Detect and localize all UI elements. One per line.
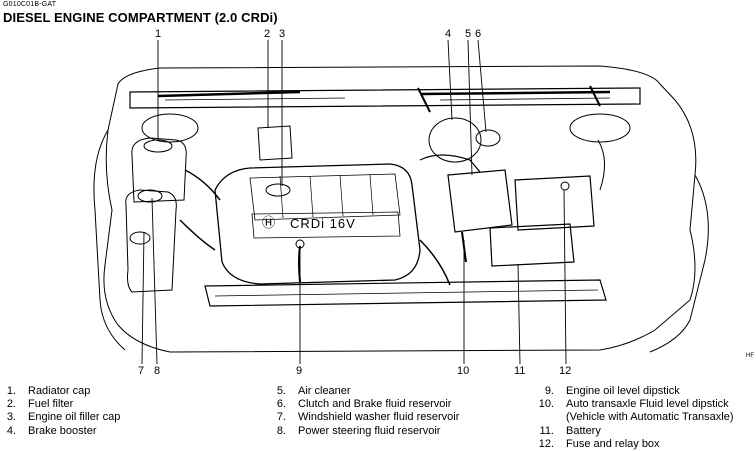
legend-text: (Vehicle with Automatic Transaxle) — [566, 411, 734, 424]
callout-8: 8 — [154, 365, 161, 377]
legend-item: 12. Fuse and relay box — [532, 438, 734, 451]
callout-7: 7 — [138, 365, 145, 377]
engine-cover — [214, 163, 421, 285]
washer-reservoir — [125, 189, 177, 293]
legend-number — [532, 411, 554, 424]
legend-number: 10. — [538, 398, 554, 411]
legend-column-2: 5. Air cleaner 6. Clutch and Brake fluid r… — [270, 385, 460, 438]
legend-number: 1. — [6, 385, 16, 397]
legend-text: Fuse and relay box — [566, 437, 660, 450]
callout-3: 3 — [279, 28, 286, 40]
legend-item: 9. Engine oil level dipstick — [532, 385, 734, 398]
page-title: DIESEL ENGINE COMPARTMENT (2.0 CRDi) — [3, 10, 278, 25]
legend-item: 8. Power steering fluid reservoir — [270, 425, 459, 438]
legend-column-1: 1. Radiator cap 2. Fuel filter 3. Engine oi… — [0, 385, 121, 438]
legend-item: 2. Fuel filter — [0, 398, 120, 411]
radiator-support — [204, 279, 607, 307]
oil-filler-cap — [265, 183, 291, 197]
legend-number: 4. — [6, 424, 16, 437]
legend-number: 8. — [276, 424, 286, 437]
legend-number: 6. — [276, 398, 286, 411]
callout-6: 6 — [475, 28, 482, 40]
left-fender — [93, 129, 126, 351]
leader-lines — [141, 39, 567, 365]
wiper-left — [157, 90, 301, 98]
leader-8 — [151, 197, 158, 365]
air-intake-duct — [419, 154, 481, 173]
legend-column-3: 9. Engine oil level dipstick 10. Auto tran… — [532, 385, 734, 451]
legend-text: Power steering fluid reservoir — [298, 424, 441, 437]
leader-12 — [563, 189, 567, 365]
legend-number: 12. — [538, 437, 554, 450]
washer-cap — [137, 189, 163, 203]
legend-item: 1. Radiator cap — [0, 385, 120, 398]
legend-item: 4. Brake booster — [0, 425, 120, 438]
engine-logo: Ⓗ — [262, 215, 276, 230]
legend-item: 10. Auto transaxle Fluid level dipstick — [532, 398, 734, 411]
callout-10: 10 — [457, 365, 470, 377]
cowl-panel — [129, 87, 641, 109]
air-cleaner — [447, 169, 513, 233]
leader-6 — [477, 39, 487, 133]
power-steering-reservoir — [129, 231, 151, 245]
legend-text: Brake booster — [28, 424, 97, 437]
legend-text: Battery — [566, 424, 601, 437]
legend-item: 11. Battery — [532, 425, 734, 438]
battery — [489, 223, 575, 267]
leader-7 — [141, 231, 145, 365]
coolant-reservoir — [131, 137, 187, 203]
legend-item: 3. Engine oil filler cap — [0, 411, 121, 424]
callout-4: 4 — [445, 28, 452, 40]
legend-number: 7. — [276, 411, 286, 424]
fuse-relay-box — [514, 175, 595, 231]
left-strut-tower — [141, 113, 199, 143]
corner-mark: HF — [746, 353, 754, 359]
legend-item: 6. Clutch and Brake fluid reservoir — [270, 398, 459, 411]
leader-5 — [467, 39, 473, 176]
legend-item: 7. Windshield washer fluid reservoir — [270, 411, 460, 424]
legend-number: 3. — [6, 411, 16, 424]
legend-text: Windshield washer fluid reservoir — [298, 411, 460, 424]
engine-badge-text: CRDi 16V — [290, 216, 356, 231]
hood-outline — [103, 65, 697, 353]
radiator-cap — [143, 139, 173, 153]
right-fender — [649, 174, 709, 353]
legend-text: Clutch and Brake fluid reservoir — [298, 398, 452, 411]
legend-text: Fuel filter — [28, 398, 74, 411]
leader-4 — [447, 39, 453, 121]
legend-number: 11. — [539, 424, 554, 437]
callout-9: 9 — [296, 365, 303, 377]
legend-number: 2. — [6, 398, 16, 411]
figure-code: G010C01B-GAT — [3, 1, 57, 8]
legend-number: 9. — [544, 385, 554, 397]
legend-text: Engine oil filler cap — [28, 411, 121, 424]
callout-5: 5 — [465, 28, 472, 40]
callout-11: 11 — [514, 365, 526, 377]
legend-text: Air cleaner — [298, 385, 351, 397]
callout-1: 1 — [155, 28, 162, 40]
fuel-filter — [257, 125, 293, 161]
engine-badge-plate — [251, 211, 401, 239]
brake-booster — [428, 117, 482, 163]
brake-fluid-reservoir — [475, 129, 501, 147]
legend-item: (Vehicle with Automatic Transaxle) — [532, 411, 734, 424]
legend-text: Radiator cap — [28, 385, 91, 397]
callout-2: 2 — [264, 28, 271, 40]
right-strut-tower — [569, 113, 631, 143]
legend-text: Auto transaxle Fluid level dipstick — [566, 398, 729, 411]
legend-item: 5. Air cleaner — [270, 385, 459, 398]
legend-text: Engine oil level dipstick — [566, 385, 680, 397]
legend-number: 5. — [276, 385, 286, 397]
wiper-right — [419, 90, 611, 96]
leader-11 — [517, 263, 521, 365]
callout-12: 12 — [559, 365, 572, 377]
